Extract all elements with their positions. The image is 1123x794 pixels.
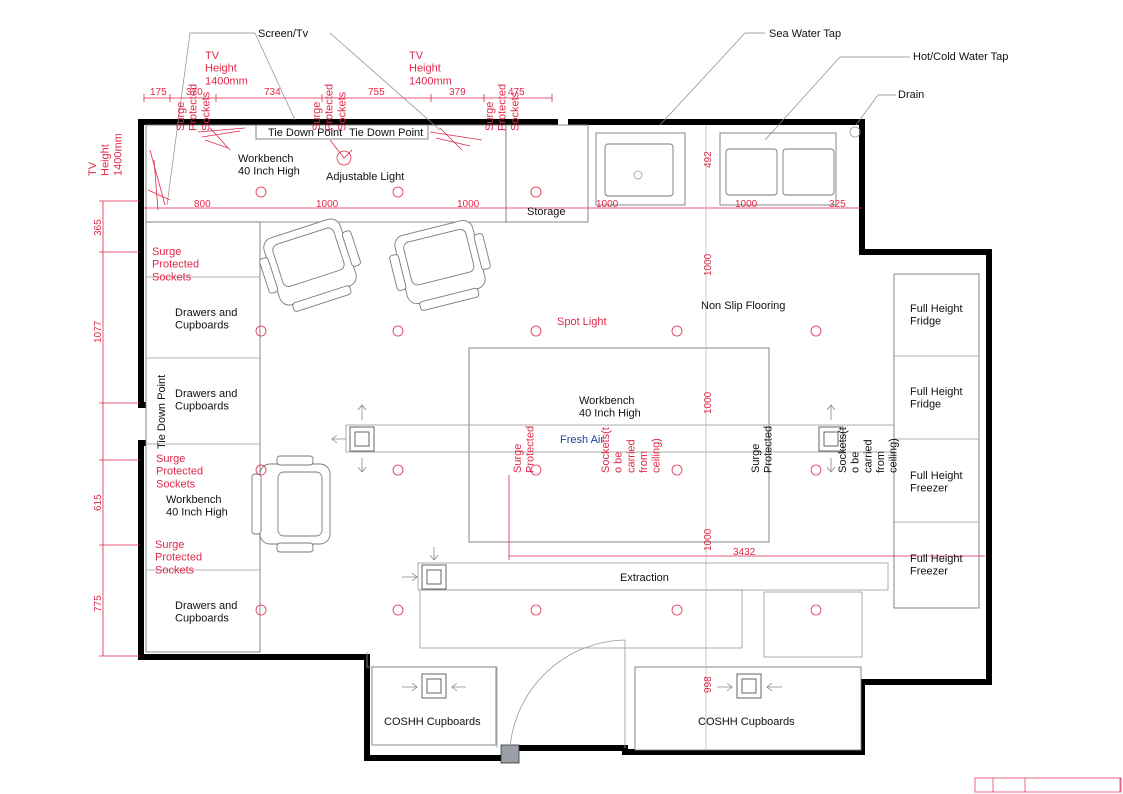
vent-icon — [818, 426, 844, 452]
chair-icon — [259, 218, 361, 312]
sea-water-basin — [604, 143, 674, 197]
label-screen-tv: Screen/Tv — [258, 28, 309, 40]
dim-bench-2: 1000 — [316, 199, 339, 210]
coshh-cupboard-left — [371, 666, 497, 746]
dimension-lines — [99, 94, 985, 657]
hot-cold-basin-2 — [782, 148, 835, 196]
dim-vert-1: 492 — [703, 151, 714, 168]
label-non-slip: Non Slip Flooring — [701, 300, 785, 312]
label-tie-down-2: Tie Down Point — [349, 127, 423, 139]
vent-icon — [421, 564, 447, 590]
label-sockets-ceiling-black: Sockets(to becarriedfromceiling) — [837, 427, 900, 473]
label-surge-top-2: SurgeProtectedSockets — [311, 84, 348, 131]
hot-cold-basin-1 — [725, 148, 778, 196]
appliance-bank — [893, 273, 980, 609]
sink-drain-icon — [633, 170, 643, 180]
tv-screen-icon — [147, 127, 483, 211]
label-spot-light: Spot Light — [557, 316, 607, 328]
extraction-bay-right — [763, 591, 863, 658]
dim-bench-4: 1000 — [596, 199, 619, 210]
dim-horiz-center: 3432 — [733, 547, 756, 558]
leader-lines — [166, 32, 910, 206]
label-fresh-air: Fresh Air — [560, 434, 604, 446]
dim-top-5: 379 — [449, 87, 466, 98]
label-tv-height-left: TVHeight1400mm — [87, 133, 124, 176]
dim-bench-6: 325 — [829, 199, 846, 210]
label-coshh-2: COSHH Cupboards — [698, 716, 795, 728]
label-drain: Drain — [898, 89, 924, 101]
label-tie-down-1: Tie Down Point — [268, 127, 342, 139]
dim-vert-2: 1000 — [703, 253, 714, 276]
label-surge-top-3: SurgeProtectedSockets — [484, 84, 521, 131]
dim-left-2: 1077 — [93, 320, 104, 343]
left-counter — [145, 221, 261, 653]
vent-icon — [349, 426, 375, 452]
dim-top-1: 175 — [150, 87, 167, 98]
label-coshh-1: COSHH Cupboards — [384, 716, 481, 728]
label-tie-down-left: Tie Down Point — [156, 375, 168, 449]
dim-left-1: 365 — [93, 219, 104, 236]
dim-top-3: 734 — [264, 87, 281, 98]
label-storage: Storage — [527, 206, 566, 218]
extraction-bay-mid — [419, 589, 743, 649]
dim-bench-3: 1000 — [457, 199, 480, 210]
label-extraction: Extraction — [620, 572, 669, 584]
adjustable-light-icon — [329, 139, 353, 166]
dim-bench-5: 1000 — [735, 199, 758, 210]
dim-left-4: 775 — [93, 595, 104, 612]
dim-vert-5: 998 — [703, 676, 714, 693]
label-hot-cold-tap: Hot/Cold Water Tap — [913, 51, 1008, 63]
label-sockets-ceiling-red: Sockets(to becarriedfromceiling) — [600, 427, 663, 473]
vent-icon — [421, 673, 447, 699]
spot-light-icon — [255, 186, 822, 616]
dim-vert-4: 1000 — [703, 528, 714, 551]
center-workbench — [468, 347, 770, 543]
airflow-arrow-icon — [331, 404, 836, 692]
coshh-cupboard-right — [634, 666, 862, 751]
label-surge-center-black: SurgeProtected — [750, 426, 775, 473]
label-surge-center-red: SurgeProtected — [512, 426, 537, 473]
chair-icon — [389, 220, 491, 311]
chair-icon — [251, 455, 331, 553]
dim-left-3: 615 — [93, 494, 104, 511]
label-surge-top-1: SurgeProtectedSockets — [175, 84, 212, 131]
dim-vert-3: 1000 — [703, 391, 714, 414]
dim-top-2: 370 — [186, 87, 203, 98]
dim-top-4: 755 — [368, 87, 385, 98]
tie-down-plate — [255, 124, 429, 140]
dim-top-6: 475 — [508, 87, 525, 98]
door-swing — [509, 639, 626, 749]
top-workbench — [145, 124, 507, 223]
floor-drain-icon — [849, 126, 861, 138]
label-adjustable-light: Adjustable Light — [326, 171, 404, 183]
vent-icon — [736, 673, 762, 699]
label-sea-water-tap: Sea Water Tap — [769, 28, 841, 40]
title-block — [974, 777, 1122, 793]
dim-bench-1: 800 — [194, 199, 211, 210]
storage-unit — [505, 124, 589, 223]
